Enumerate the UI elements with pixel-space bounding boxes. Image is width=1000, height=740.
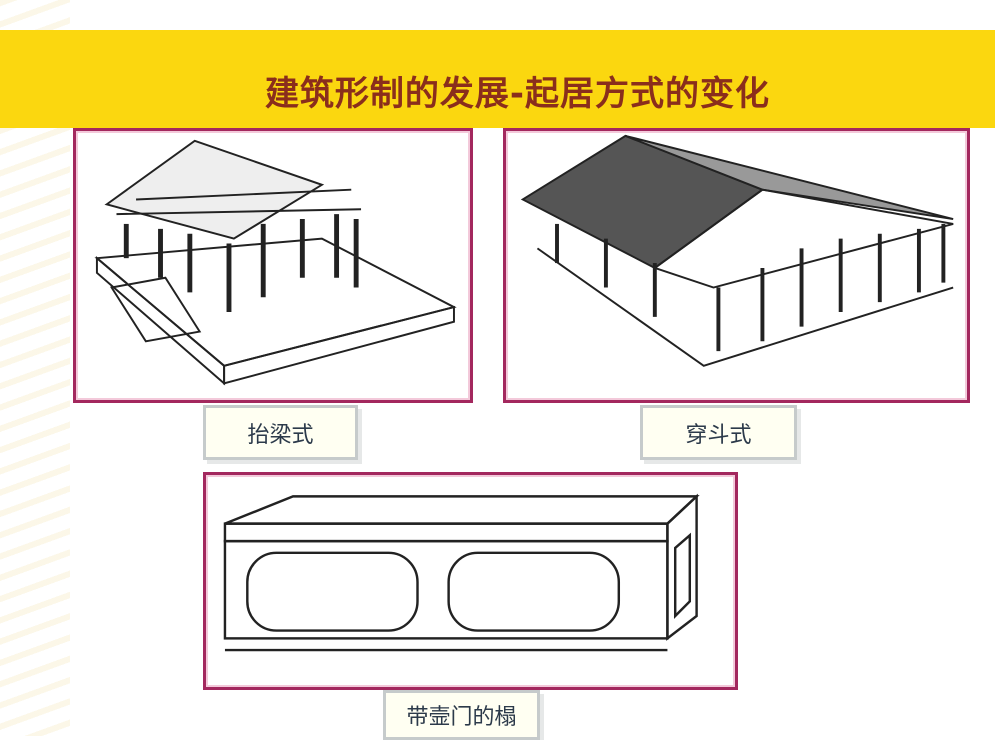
tailiang-drawing [94, 139, 457, 386]
couch-image-frame [203, 472, 738, 690]
title-banner [0, 30, 995, 128]
couch-drawing [223, 493, 700, 652]
slide-title: 建筑形制的发展-起居方式的变化 [264, 74, 771, 114]
caption-chuandou: 穿斗式 [640, 405, 797, 460]
caption-couch: 带壸门的榻 [383, 690, 540, 740]
caption-tailiang: 抬梁式 [203, 405, 358, 460]
chuandou-drawing [520, 134, 954, 367]
chuandou-image-frame [503, 128, 970, 403]
tailiang-image-frame [73, 128, 473, 403]
